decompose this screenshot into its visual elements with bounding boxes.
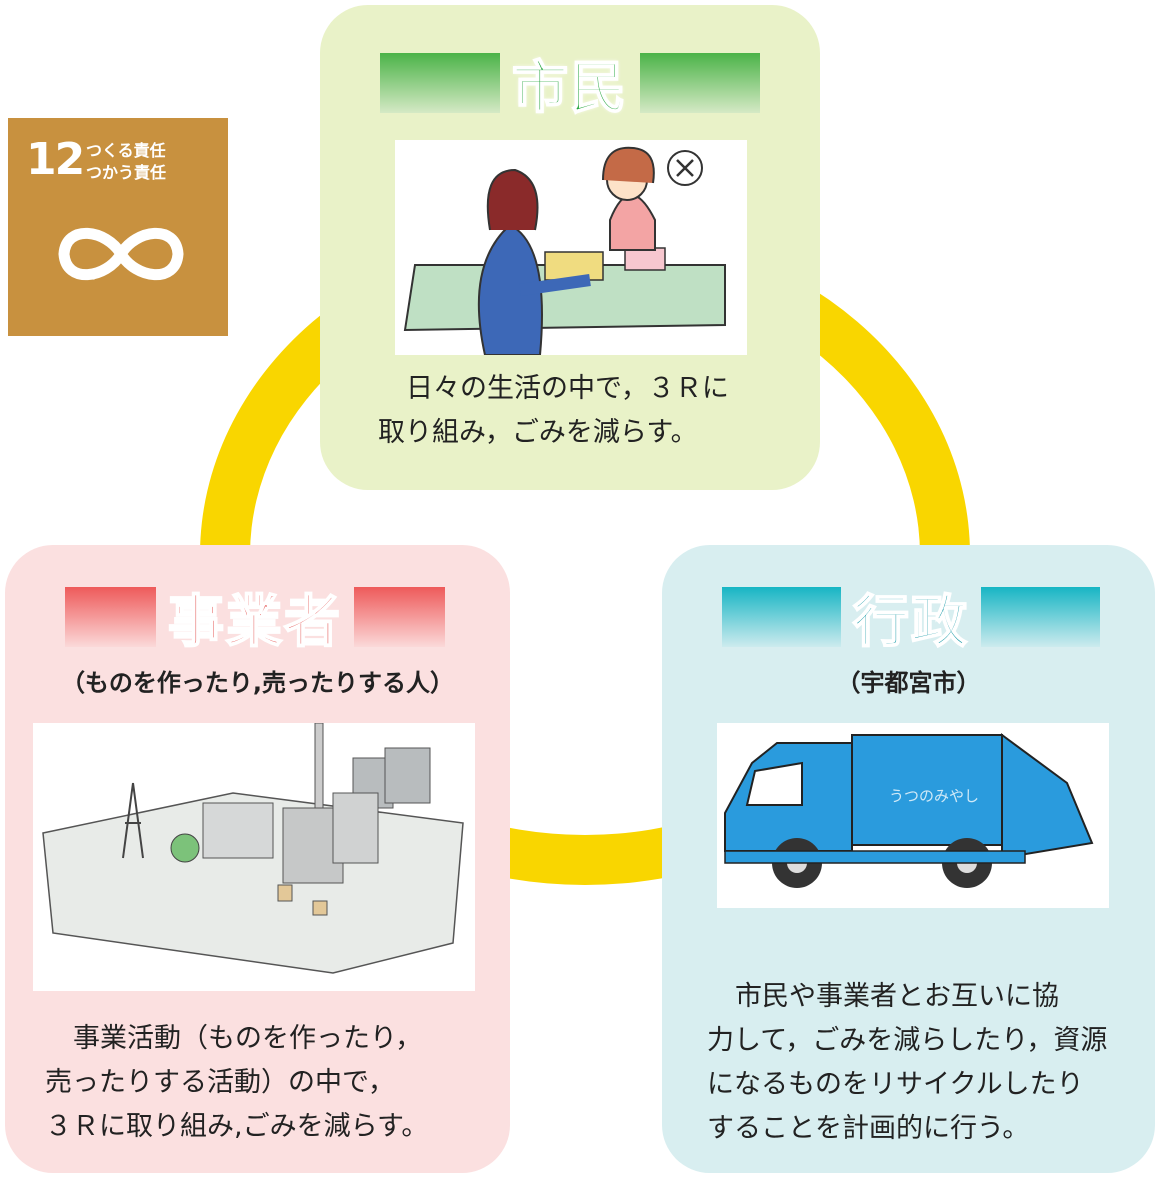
business-body-line1: 事業活動（ものを作ったり，: [73, 1023, 423, 1054]
government-body-line4: することを計画的に行う。: [707, 1113, 1030, 1144]
government-illustration: うつのみやし: [717, 723, 1109, 908]
business-description: 事業活動（ものを作ったり， 売ったりする活動）の中で， ３Ｒに取り組み,ごみを減…: [45, 1017, 475, 1149]
government-description: 市民や事業者とお互いに協 力して，ごみを減らしたり，資源 になるものをリサイクル…: [707, 975, 1127, 1151]
government-body-line2: 力して，ごみを減らしたり，資源: [707, 1025, 1108, 1056]
government-banner: 行政: [722, 576, 1100, 658]
government-body-line1: 市民や事業者とお互いに協: [735, 981, 1059, 1012]
business-illustration: [33, 723, 475, 991]
government-title: 行政: [841, 576, 981, 658]
sdg-title: つくる責任 つかう責任: [86, 140, 166, 184]
citizen-description: 日々の生活の中で，３Ｒに 取り組み，ごみを減らす。: [378, 367, 778, 455]
sdg-12-badge: 12 つくる責任 つかう責任: [8, 118, 228, 336]
business-body-line3: ３Ｒに取り組み,ごみを減らす。: [45, 1111, 429, 1142]
sdg-title-line2: つかう責任: [86, 163, 167, 182]
factory-illustration: [42, 723, 464, 974]
government-body-line3: になるものをリサイクルしたり: [707, 1069, 1084, 1100]
citizen-banner: 市民: [380, 42, 760, 124]
business-subtitle: （ものを作ったり,売ったりする人）: [60, 669, 455, 697]
government-subtitle: （宇都宮市）: [836, 669, 981, 697]
citizen-body-line1: 日々の生活の中で，３Ｒに: [406, 373, 729, 404]
business-body-line2: 売ったりする活動）の中で，: [45, 1067, 395, 1098]
shopping-refuse-bag-illustration: [403, 146, 726, 355]
truck-label: うつのみやし: [889, 787, 979, 805]
citizen-illustration: [395, 140, 747, 355]
infinity-recycle-icon: [58, 227, 184, 281]
citizen-body-line2: 取り組み，ごみを減らす。: [378, 417, 698, 448]
business-banner: 事業者: [65, 576, 445, 658]
sdg-number: 12: [26, 134, 85, 185]
government-card: 行政 （宇都宮市） うつのみやし 市民や事業者とお互いに協 力して，ごみを減らし…: [662, 545, 1155, 1173]
business-title: 事業者: [156, 576, 354, 658]
citizen-title: 市民: [500, 42, 640, 124]
garbage-truck-illustration: うつのみやし: [724, 733, 1094, 888]
citizen-card: 市民 日々の生活の中で，３Ｒに 取り組み，ごみを減らす。: [320, 5, 820, 490]
business-card: 事業者 （ものを作ったり,売ったりする人） 事業活動（ものを作ったり， 売ったり…: [5, 545, 510, 1173]
sdg-title-line1: つくる責任: [86, 141, 166, 160]
